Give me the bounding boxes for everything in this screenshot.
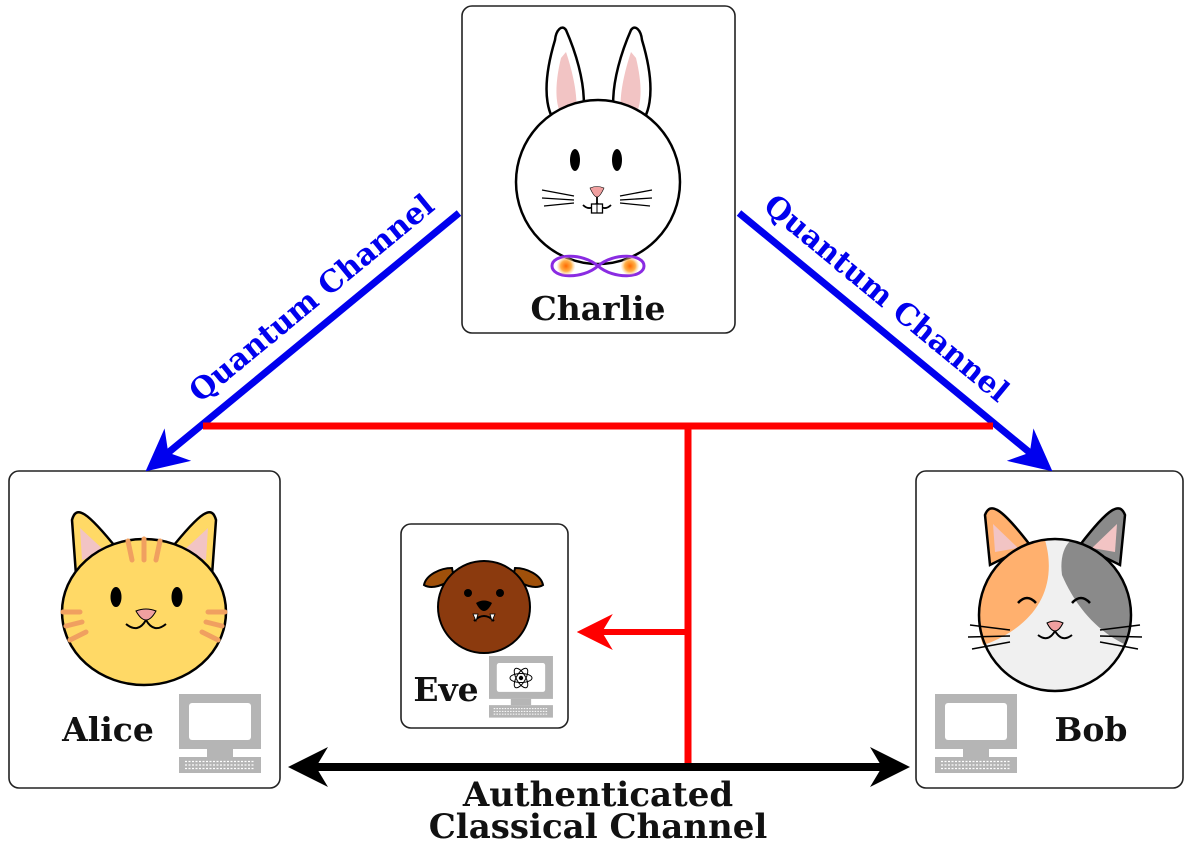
classical-channel-label-line1: Authenticated bbox=[462, 775, 733, 815]
atom-icon bbox=[509, 667, 533, 689]
bob-label: Bob bbox=[1055, 710, 1128, 749]
charlie-label: Charlie bbox=[530, 289, 665, 328]
dog-icon bbox=[422, 560, 545, 654]
quantum-channel-left-label: Quantum Channel bbox=[183, 188, 442, 410]
bob-computer-icon bbox=[934, 693, 1018, 774]
quantum-channel-right-arrow bbox=[736, 210, 1053, 472]
entangled-photon-pair-icon bbox=[550, 254, 646, 278]
orange-cat-icon bbox=[60, 511, 228, 687]
rabbit-icon bbox=[514, 26, 682, 266]
alice-computer-icon bbox=[178, 693, 262, 774]
classical-channel-label-line2: Classical Channel bbox=[429, 807, 768, 842]
calico-cat-icon bbox=[967, 507, 1143, 693]
alice-label: Alice bbox=[61, 710, 154, 749]
quantum-channel-right-label: Quantum Channel bbox=[757, 188, 1016, 410]
eve-label: Eve bbox=[413, 670, 478, 709]
eve-quantum-computer-icon bbox=[488, 655, 554, 719]
